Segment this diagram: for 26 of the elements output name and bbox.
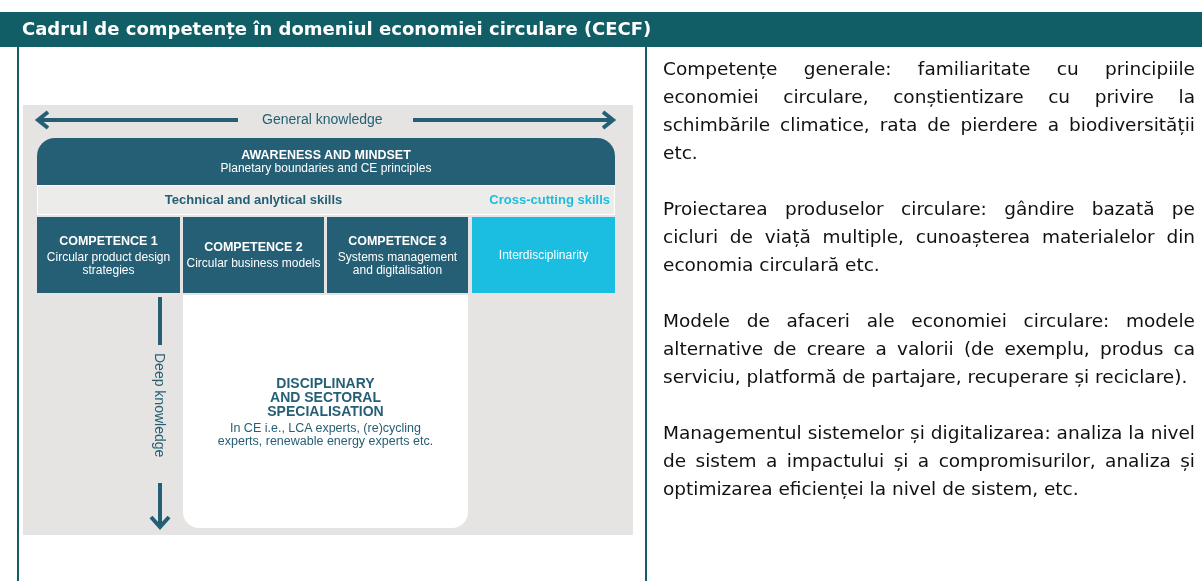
box-heading: AWARENESS AND MINDSET xyxy=(241,148,411,162)
box-heading: COMPETENCE 1 xyxy=(59,233,158,248)
description-paragraph: Managementul sistemelor și digitalizarea: analiza la nivel de sistem a impactului și a compromisurilor, analiza și optimizarea eficienței la nivel de sistem, etc. xyxy=(663,421,1195,501)
competence-box xyxy=(327,217,468,293)
table-title: Cadrul de competențe în domeniul economiei circulare (CECF) xyxy=(22,18,652,39)
description-paragraph: Modele de afaceri ale economiei circulare: modele alternative de creare a valorii (de exemplu, produs ca serviciu, platformă de partajare, recuperare și reciclare). xyxy=(663,309,1195,389)
band-label: Technical and anlytical skills xyxy=(163,193,344,207)
description-paragraph: Competențe generale: familiaritate cu principiile economiei circulare, conștientizare cu privire la schimbările climatice, rata de pierdere a biodiversității etc. xyxy=(663,57,1195,165)
description-paragraph: Proiectarea produselor circulare: gândire bazată pe cicluri de viață multiple, cunoașterea materialelor din economia circulară etc. xyxy=(663,197,1195,277)
axis-label: Deep knowledge xyxy=(152,353,168,458)
box-text: Systems management and digitalisation xyxy=(336,250,459,277)
box-text: Planetary boundaries and CE principles xyxy=(220,162,432,175)
box-text: Circular product design strategies xyxy=(45,250,172,277)
header-box xyxy=(37,138,615,185)
box-text: In CE i.e., LCA experts, (re)cycling experts, renewable energy experts etc. xyxy=(216,422,435,447)
competence-box xyxy=(37,217,180,293)
band-label: Cross-cutting skills xyxy=(489,193,610,207)
competence-box xyxy=(183,217,324,293)
box-heading: COMPETENCE 2 xyxy=(204,240,303,254)
specialisation-box xyxy=(183,295,468,528)
box-heading: DISCIPLINARY AND SECTORAL SPECIALISATION xyxy=(266,376,385,418)
skills-band xyxy=(37,185,615,215)
box-text: Interdisciplinarity xyxy=(498,248,589,262)
box-text: Circular business models xyxy=(186,257,321,270)
box-heading: COMPETENCE 3 xyxy=(348,233,447,248)
interdisciplinarity-box xyxy=(472,217,615,293)
